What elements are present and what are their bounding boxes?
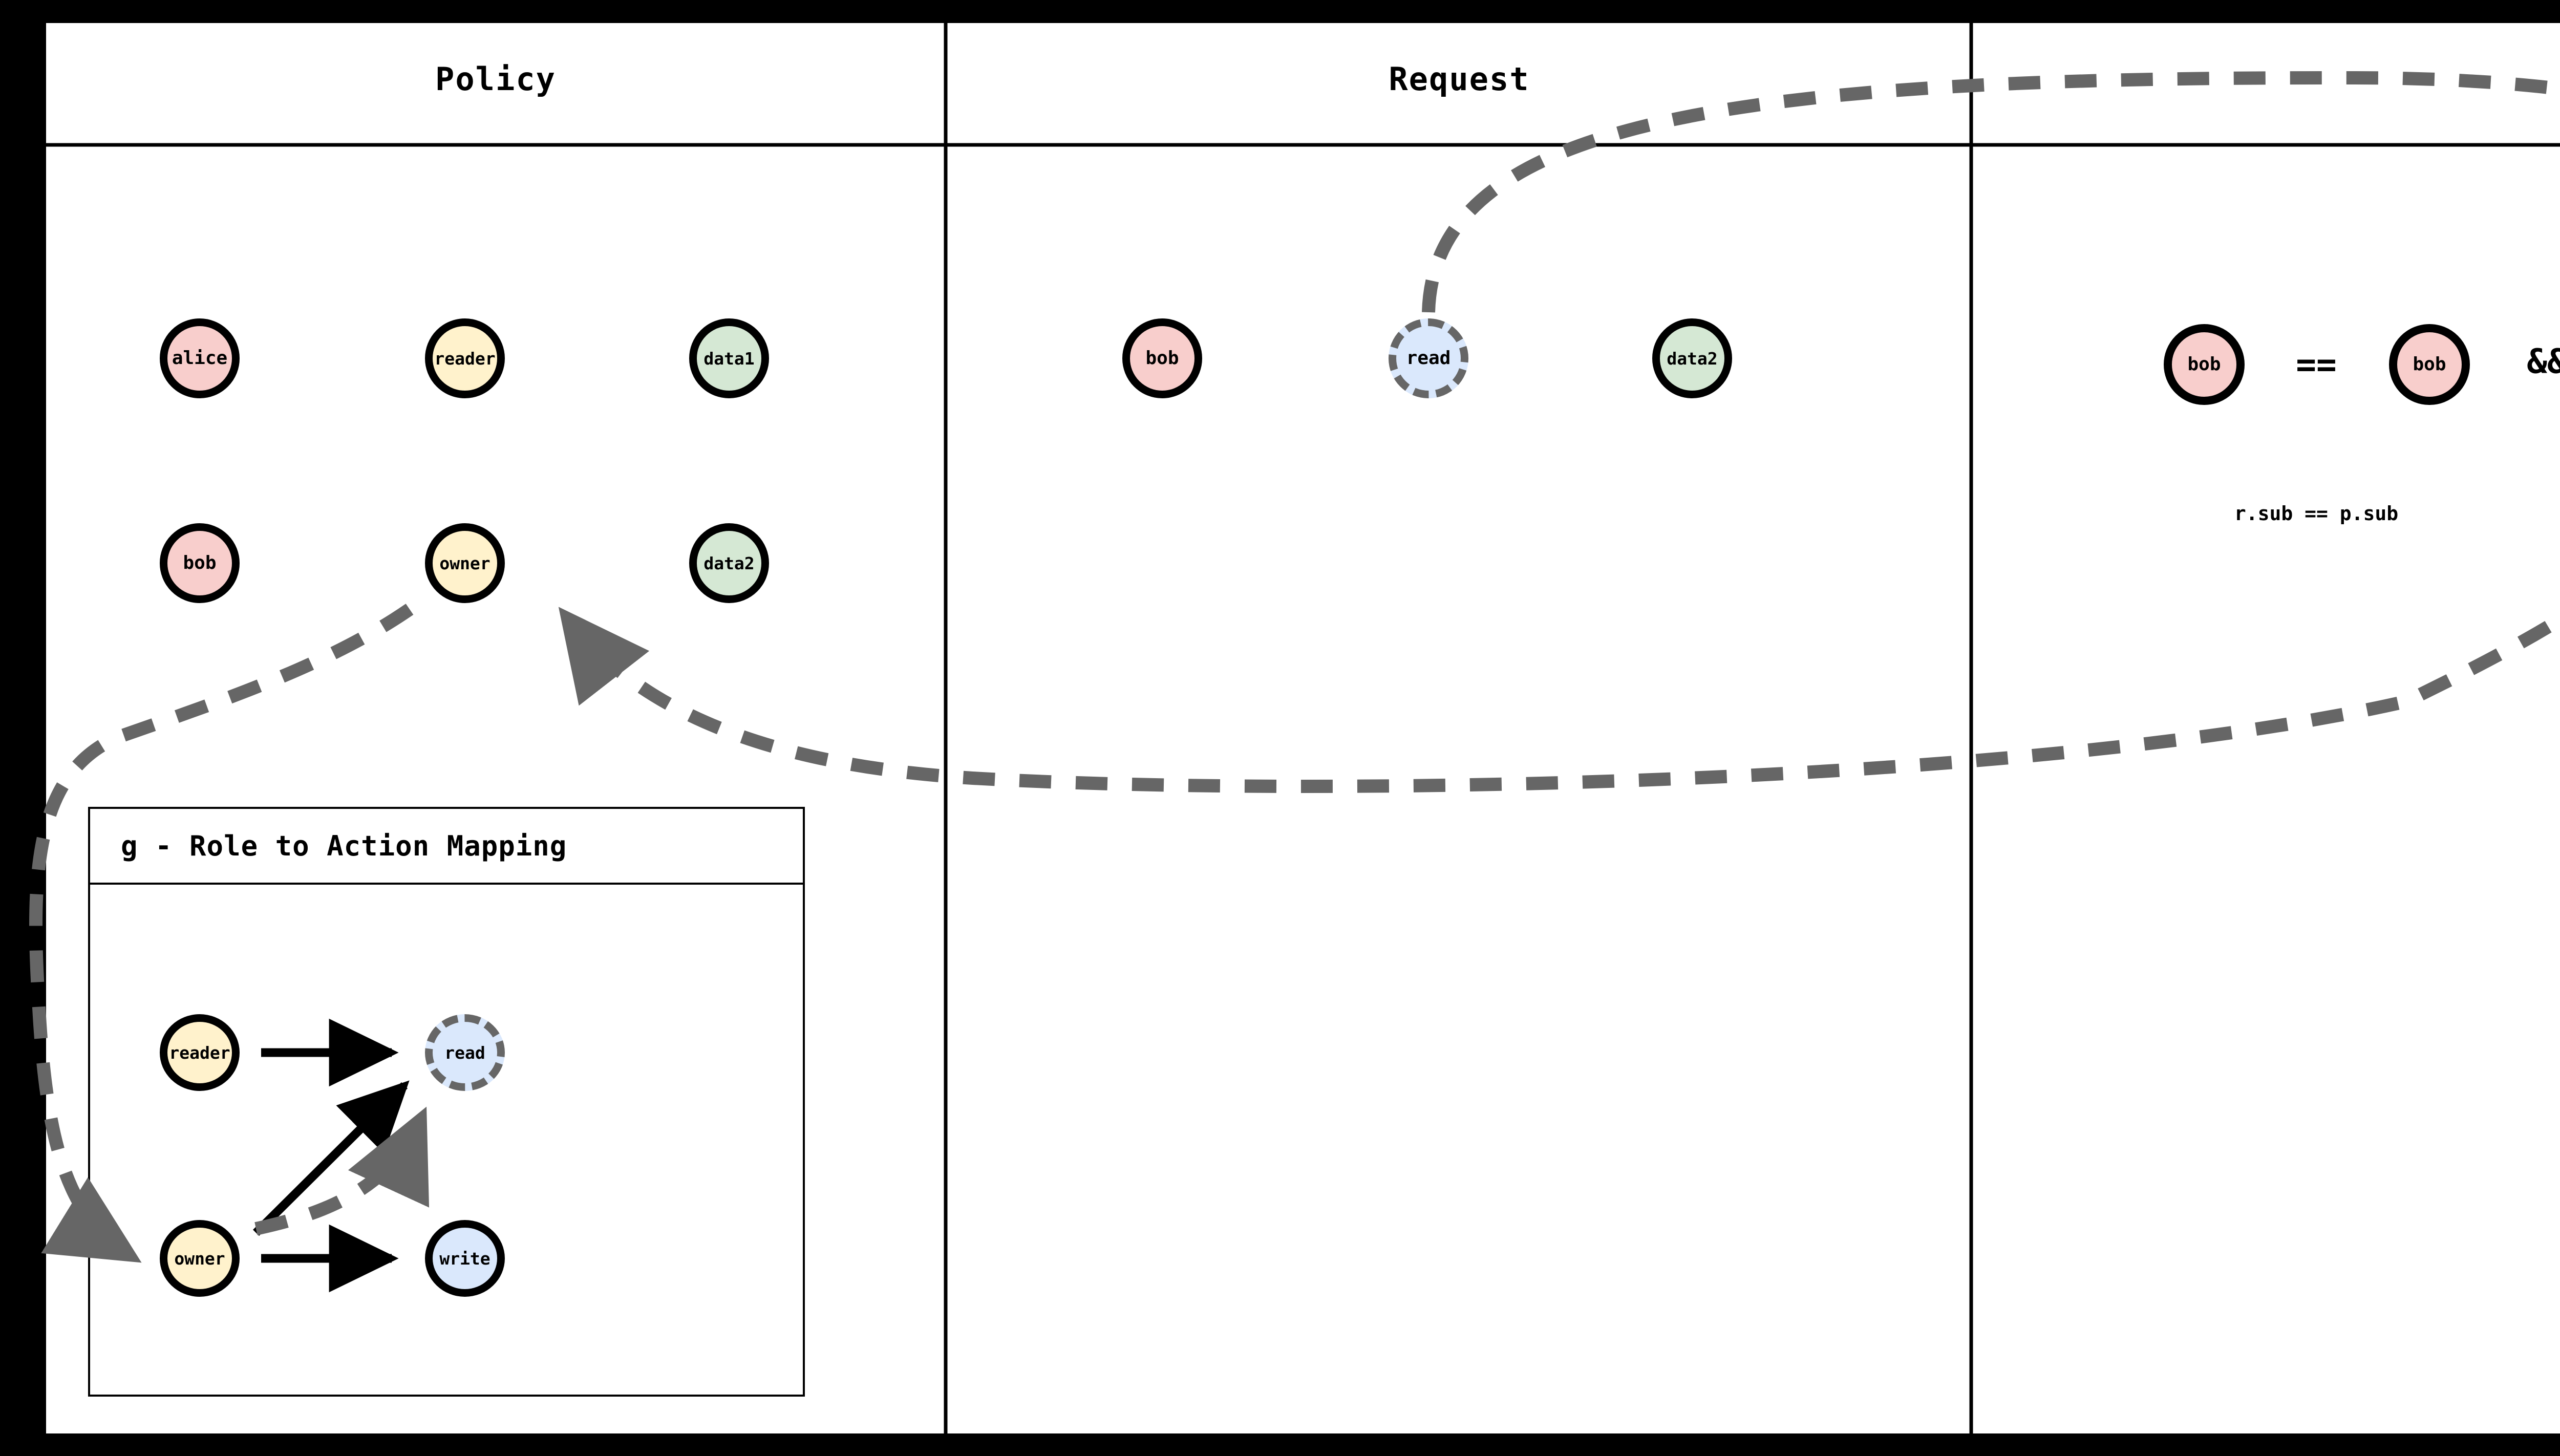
matching-node-policy-sub[interactable]: bob — [2389, 324, 2470, 405]
policy-node-owner[interactable]: owner — [425, 523, 505, 603]
column-header-request: Request — [1389, 60, 1530, 98]
request-node-data2[interactable]: data2 — [1652, 318, 1732, 398]
matching-caption-sub: r.sub == p.sub — [2234, 502, 2399, 525]
matching-operator-eq-sub: == — [2296, 345, 2337, 384]
request-node-bob[interactable]: bob — [1122, 318, 1202, 398]
request-node-read[interactable]: read — [1389, 318, 1468, 398]
subgraph-node-reader[interactable]: reader — [160, 1014, 240, 1091]
subgraph-node-read[interactable]: read — [425, 1014, 505, 1091]
subgraph-node-owner[interactable]: owner — [160, 1220, 240, 1297]
subgraph-role-to-action: g - Role to Action Mapping — [88, 807, 805, 1397]
policy-node-reader[interactable]: reader — [425, 318, 505, 398]
matching-operator-and-1: && — [2527, 341, 2560, 381]
policy-node-data1[interactable]: data1 — [689, 318, 769, 398]
matching-node-request-sub[interactable]: bob — [2164, 324, 2245, 405]
column-header-policy: Policy — [435, 60, 556, 98]
policy-node-data2[interactable]: data2 — [689, 523, 769, 603]
policy-node-alice[interactable]: alice — [160, 318, 240, 398]
subgraph-node-write[interactable]: write — [425, 1220, 505, 1297]
policy-node-bob[interactable]: bob — [160, 523, 240, 603]
subgraph-title: g - Role to Action Mapping — [121, 829, 567, 862]
subgraph-title-bar: g - Role to Action Mapping — [90, 809, 803, 885]
